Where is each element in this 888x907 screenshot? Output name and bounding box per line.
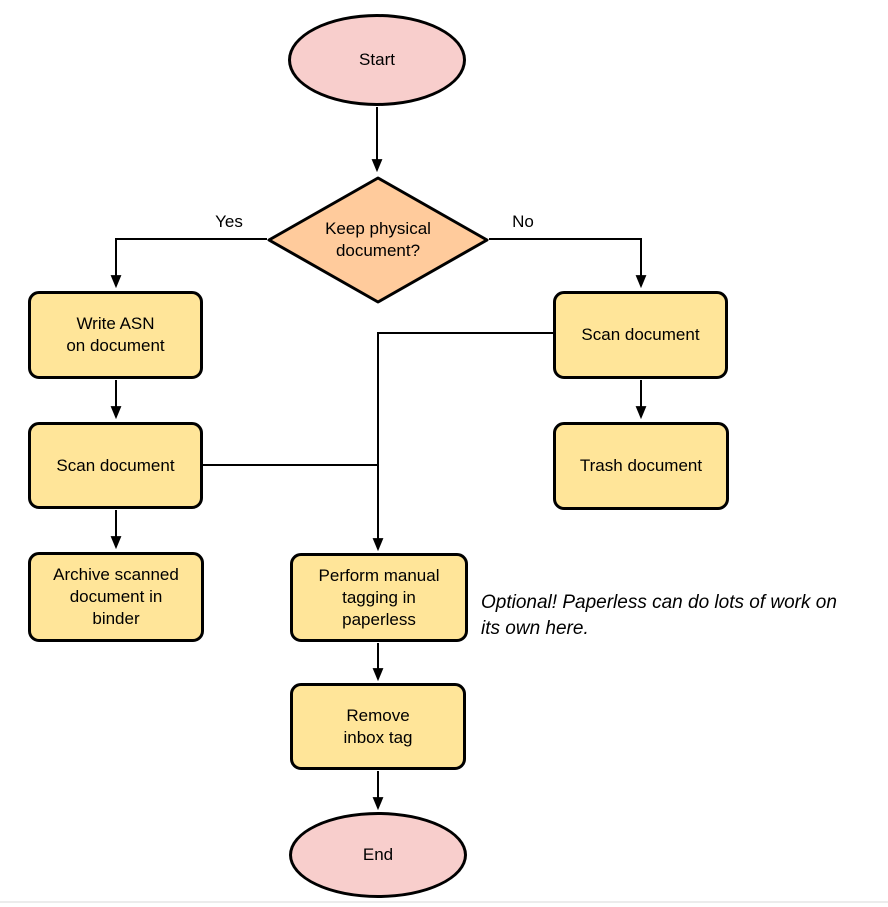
node-write-asn: Write ASN on document <box>28 291 203 379</box>
node-end-label: End <box>362 845 394 864</box>
edge-decision-yes <box>110 238 267 289</box>
node-scan-document-right-label: Scan document <box>581 325 700 344</box>
node-start: Start <box>288 14 466 106</box>
node-archive-binder-label: Archive scanned document in binder <box>53 565 179 628</box>
annotation-optional-note: Optional! Paperless can do lots of work … <box>481 592 837 639</box>
decision-diamond-shape <box>267 176 489 304</box>
edge-label-yes: Yes <box>205 212 253 232</box>
node-end: End <box>289 812 467 898</box>
node-trash-document-label: Trash document <box>579 456 703 475</box>
edge-scanright-to-tagging <box>372 332 553 552</box>
node-remove-inbox-tag: Remove inbox tag <box>290 683 466 770</box>
node-manual-tagging-label: Perform manual tagging in paperless <box>318 565 440 629</box>
node-decision: Keep physical document? <box>266 175 490 305</box>
node-start-label: Start <box>359 50 395 69</box>
node-scan-document-left: Scan document <box>28 422 203 509</box>
node-archive-binder: Archive scanned document in binder <box>28 552 204 642</box>
node-trash-document: Trash document <box>553 422 729 510</box>
node-scan-document-left-label: Scan document <box>56 455 175 475</box>
page-bottom-divider <box>0 901 888 903</box>
node-write-asn-label: Write ASN on document <box>66 314 165 355</box>
node-scan-document-right: Scan document <box>553 291 728 379</box>
node-manual-tagging: Perform manual tagging in paperless <box>290 553 468 642</box>
node-decision-label: Keep physical document? <box>325 219 431 260</box>
edge-decision-no <box>489 238 647 289</box>
edge-label-no: No <box>499 212 547 232</box>
node-remove-inbox-tag-label: Remove inbox tag <box>343 705 413 747</box>
